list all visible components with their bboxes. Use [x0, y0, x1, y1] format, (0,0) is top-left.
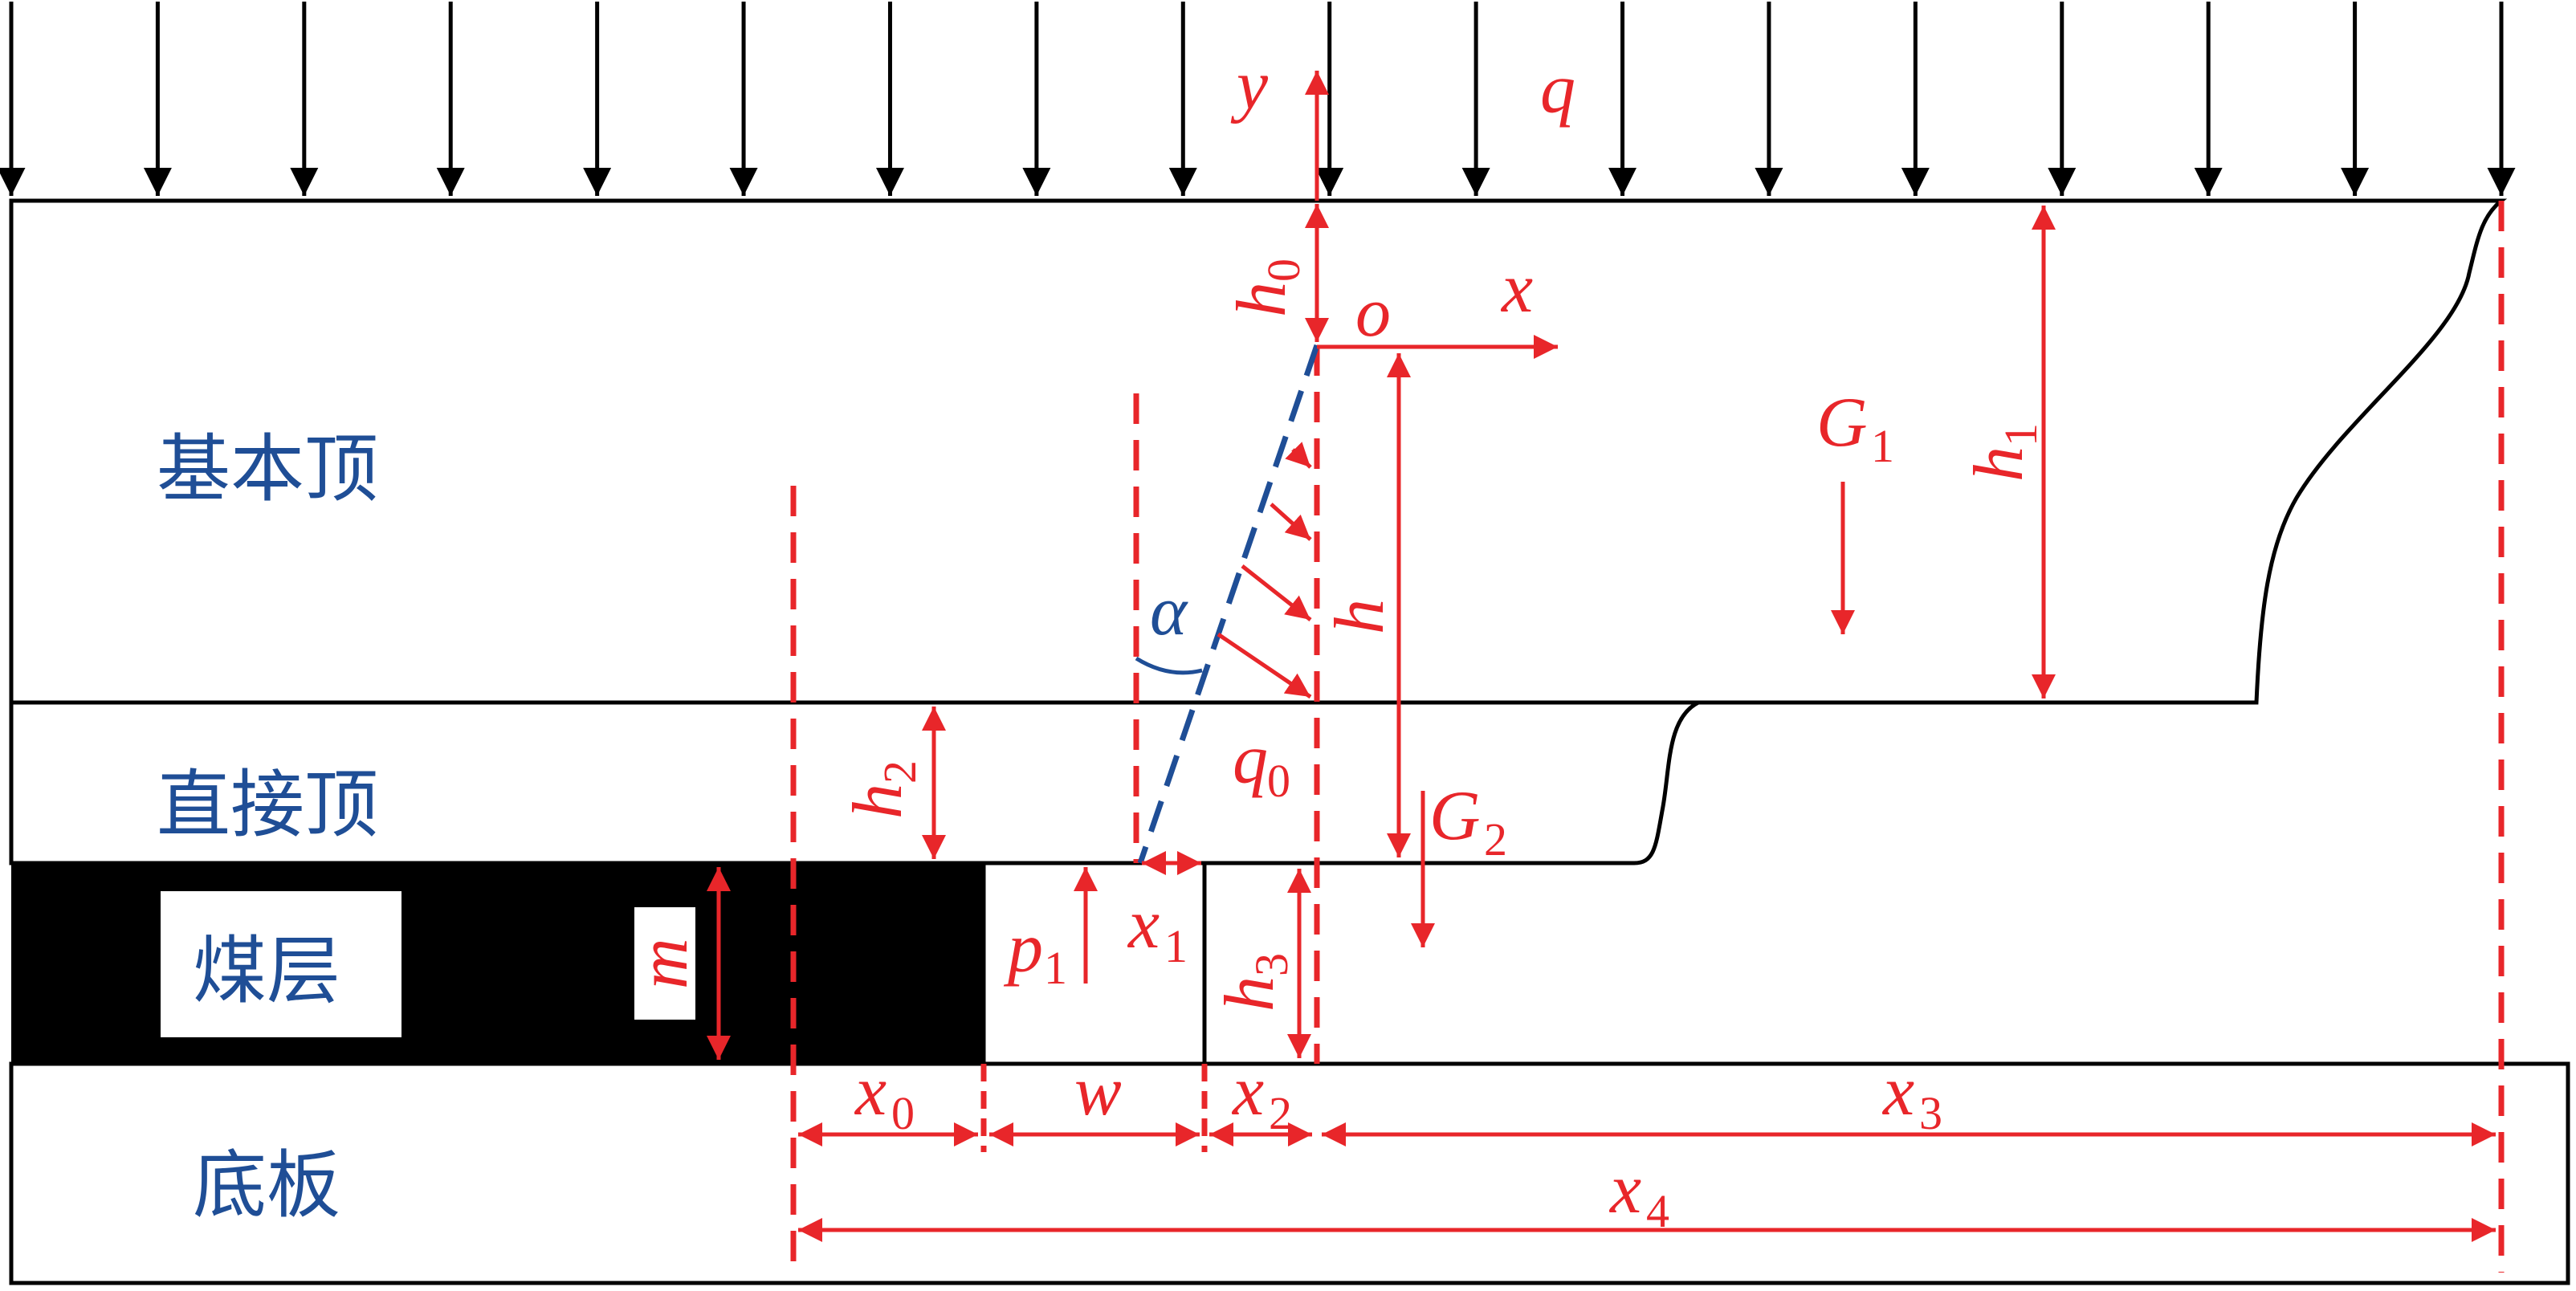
uniform-load-arrows [0, 2, 2516, 196]
label-w: w [1074, 1053, 1122, 1130]
label-y: y [1230, 47, 1269, 124]
label-G1: G 1 [1816, 384, 1894, 472]
main-roof-boundary [9, 198, 2508, 705]
svg-text:h: h [1211, 976, 1289, 1012]
alpha-angle-arc [1135, 656, 1203, 675]
label-x2: x 2 [1231, 1053, 1292, 1139]
dimension-separators [980, 1064, 1208, 1152]
label-x1: x 1 [1127, 886, 1188, 972]
svg-text:0: 0 [1257, 259, 1310, 282]
coal-seam-label: 煤层 [193, 928, 340, 1014]
label-x3: x 3 [1881, 1053, 1942, 1139]
svg-text:p: p [1003, 910, 1043, 988]
label-h: h [1321, 599, 1399, 634]
label-h3: h 3 [1211, 953, 1298, 1012]
label-q0: q 0 [1233, 721, 1290, 807]
coal-seam-label-box [161, 891, 401, 1037]
label-p1: p 1 [1003, 910, 1067, 994]
q0-arrow-3 [1270, 503, 1312, 541]
label-h1: h 1 [1960, 423, 2047, 482]
svg-text:4: 4 [1646, 1185, 1669, 1237]
q0-arrow-1 [1217, 632, 1312, 699]
label-x4: x 4 [1608, 1150, 1669, 1237]
coal-seam-block [11, 863, 984, 1064]
svg-text:h: h [1223, 282, 1301, 317]
label-m: m [625, 938, 703, 989]
svg-text:h: h [1960, 446, 2038, 482]
svg-text:1: 1 [1044, 942, 1067, 994]
svg-text:x: x [854, 1053, 887, 1130]
main-roof-label: 基本顶 [157, 426, 378, 512]
svg-text:h: h [839, 784, 917, 819]
label-q: q [1540, 51, 1575, 128]
q0-arrow-2 [1241, 564, 1312, 621]
svg-text:1: 1 [1164, 920, 1188, 972]
svg-text:1: 1 [1995, 423, 2047, 446]
floor-boundary [9, 1061, 2570, 1285]
svg-text:h: h [1321, 599, 1399, 634]
svg-text:0: 0 [891, 1087, 915, 1139]
fracture-line [1137, 344, 1320, 865]
red-annotations [707, 71, 2496, 1242]
svg-text:2: 2 [874, 760, 926, 784]
svg-text:G: G [1429, 777, 1481, 855]
svg-text:G: G [1816, 384, 1868, 462]
label-h0: h 0 [1223, 259, 1310, 317]
label-G2: G 2 [1429, 777, 1507, 865]
svg-text:x: x [1881, 1053, 1914, 1130]
svg-text:x: x [1608, 1150, 1641, 1228]
label-h2: h 2 [839, 760, 926, 819]
svg-text:1: 1 [1871, 420, 1894, 472]
svg-text:3: 3 [1919, 1087, 1942, 1139]
label-x: x [1500, 250, 1533, 328]
label-o: o [1355, 274, 1391, 352]
floor-label: 底板 [193, 1142, 340, 1228]
immediate-roof-label: 直接顶 [157, 762, 378, 848]
svg-text:q: q [1233, 721, 1268, 799]
svg-text:2: 2 [1269, 1087, 1292, 1139]
symbol-labels: q y o x h 0 G 1 h 1 h α q 0 G 2 h 2 [625, 47, 2047, 1237]
svg-text:0: 0 [1267, 755, 1290, 807]
svg-text:m: m [625, 938, 703, 989]
svg-text:x: x [1231, 1053, 1264, 1130]
label-alpha: α [1150, 572, 1188, 650]
reference-lines [790, 201, 2505, 1273]
immediate-roof-boundary [9, 700, 1700, 865]
svg-text:x: x [1127, 886, 1160, 963]
q0-arrow-4 [1285, 442, 1312, 469]
label-x0: x 0 [854, 1053, 915, 1139]
m-label-box [634, 907, 695, 1020]
svg-text:2: 2 [1484, 813, 1507, 865]
svg-text:3: 3 [1245, 953, 1298, 976]
